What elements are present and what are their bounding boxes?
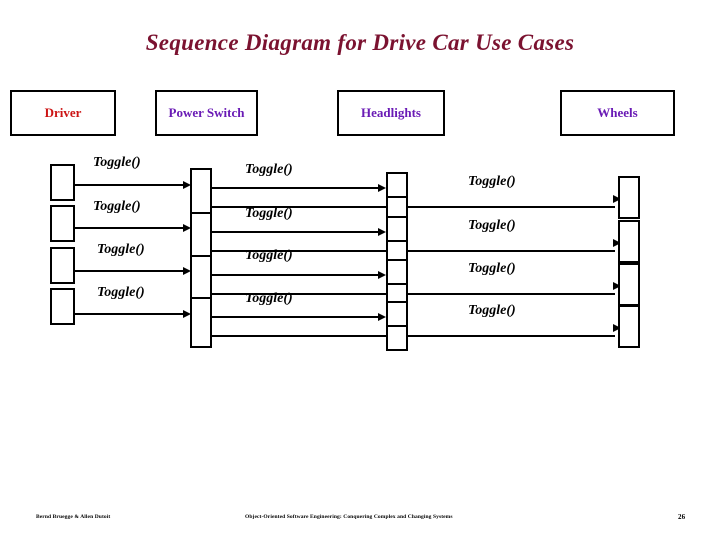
message-arrowhead-switch-to-headlights-3 [378,271,386,279]
message-line-switch-to-wheels-1 [212,206,615,208]
message-arrowhead-switch-to-headlights-4 [378,313,386,321]
message-line-driver-to-switch-4 [75,313,185,315]
message-line-switch-to-wheels-4 [212,335,615,337]
footer-author: Bernd Bruegge & Allen Dutoit [36,514,111,520]
activation-bar-wheels-4[interactable] [618,305,640,348]
message-label-switch-to-headlights-4: Toggle() [245,291,293,306]
lifeline-label-headlights: Headlights [361,104,421,120]
activation-bar-wheels-2[interactable] [618,220,640,263]
activation-bar-power-switch-4[interactable] [190,297,212,348]
message-label-headlights-to-wheels-2: Toggle() [468,218,516,233]
activation-bar-driver-2[interactable] [50,205,75,242]
message-label-headlights-to-wheels-4: Toggle() [468,303,516,318]
lifeline-box-driver[interactable]: Driver [10,90,116,136]
lifeline-box-headlights[interactable]: Headlights [337,90,445,136]
activation-bar-driver-3[interactable] [50,247,75,284]
message-label-driver-to-switch-1: Toggle() [93,155,141,170]
message-arrowhead-headlights-to-wheels-2 [613,239,621,247]
lifeline-box-wheels[interactable]: Wheels [560,90,675,136]
activation-bar-headlights-1[interactable] [386,172,408,222]
message-line-driver-to-switch-1 [75,184,185,186]
message-arrowhead-driver-to-switch-1 [183,181,191,189]
message-arrowhead-switch-to-headlights-2 [378,228,386,236]
lifeline-label-power-switch: Power Switch [168,104,245,120]
message-arrowhead-switch-to-headlights-1 [378,184,386,192]
message-label-driver-to-switch-3: Toggle() [97,242,145,257]
message-label-headlights-to-wheels-1: Toggle() [468,174,516,189]
message-label-switch-to-headlights-2: Toggle() [245,206,293,221]
message-label-switch-to-headlights-3: Toggle() [245,248,293,263]
message-label-headlights-to-wheels-3: Toggle() [468,261,516,276]
message-arrowhead-driver-to-switch-3 [183,267,191,275]
message-arrowhead-headlights-to-wheels-3 [613,282,621,290]
message-arrowhead-headlights-to-wheels-4 [613,324,621,332]
message-label-driver-to-switch-4: Toggle() [97,285,145,300]
message-line-switch-to-headlights-1 [212,187,380,189]
footer-book-title: Object-Oriented Software Engineering: Co… [245,514,453,520]
lifeline-label-driver: Driver [44,104,82,120]
message-label-driver-to-switch-2: Toggle() [93,199,141,214]
activation-bar-driver-4[interactable] [50,288,75,325]
message-arrowhead-driver-to-switch-4 [183,310,191,318]
lifeline-label-wheels: Wheels [597,104,638,120]
activation-bar-wheels-1[interactable] [618,176,640,219]
lifeline-box-power-switch[interactable]: Power Switch [155,90,258,136]
activation-bar-wheels-3[interactable] [618,263,640,306]
message-line-switch-to-headlights-4 [212,316,380,318]
footer-page-number: 26 [678,513,686,521]
message-arrowhead-driver-to-switch-2 [183,224,191,232]
message-label-switch-to-headlights-1: Toggle() [245,162,293,177]
message-line-switch-to-headlights-2 [212,231,380,233]
activation-bar-headlights-4[interactable] [386,301,408,351]
message-arrowhead-headlights-to-wheels-1 [613,195,621,203]
message-line-switch-to-wheels-3 [212,293,615,295]
activation-bar-driver-1[interactable] [50,164,75,201]
message-line-driver-to-switch-2 [75,227,185,229]
page-title: Sequence Diagram for Drive Car Use Cases [145,30,575,55]
message-line-switch-to-wheels-2 [212,250,615,252]
footer: Bernd Bruegge & Allen Dutoit Object-Orie… [0,512,720,528]
message-line-driver-to-switch-3 [75,270,185,272]
message-line-switch-to-headlights-3 [212,274,380,276]
